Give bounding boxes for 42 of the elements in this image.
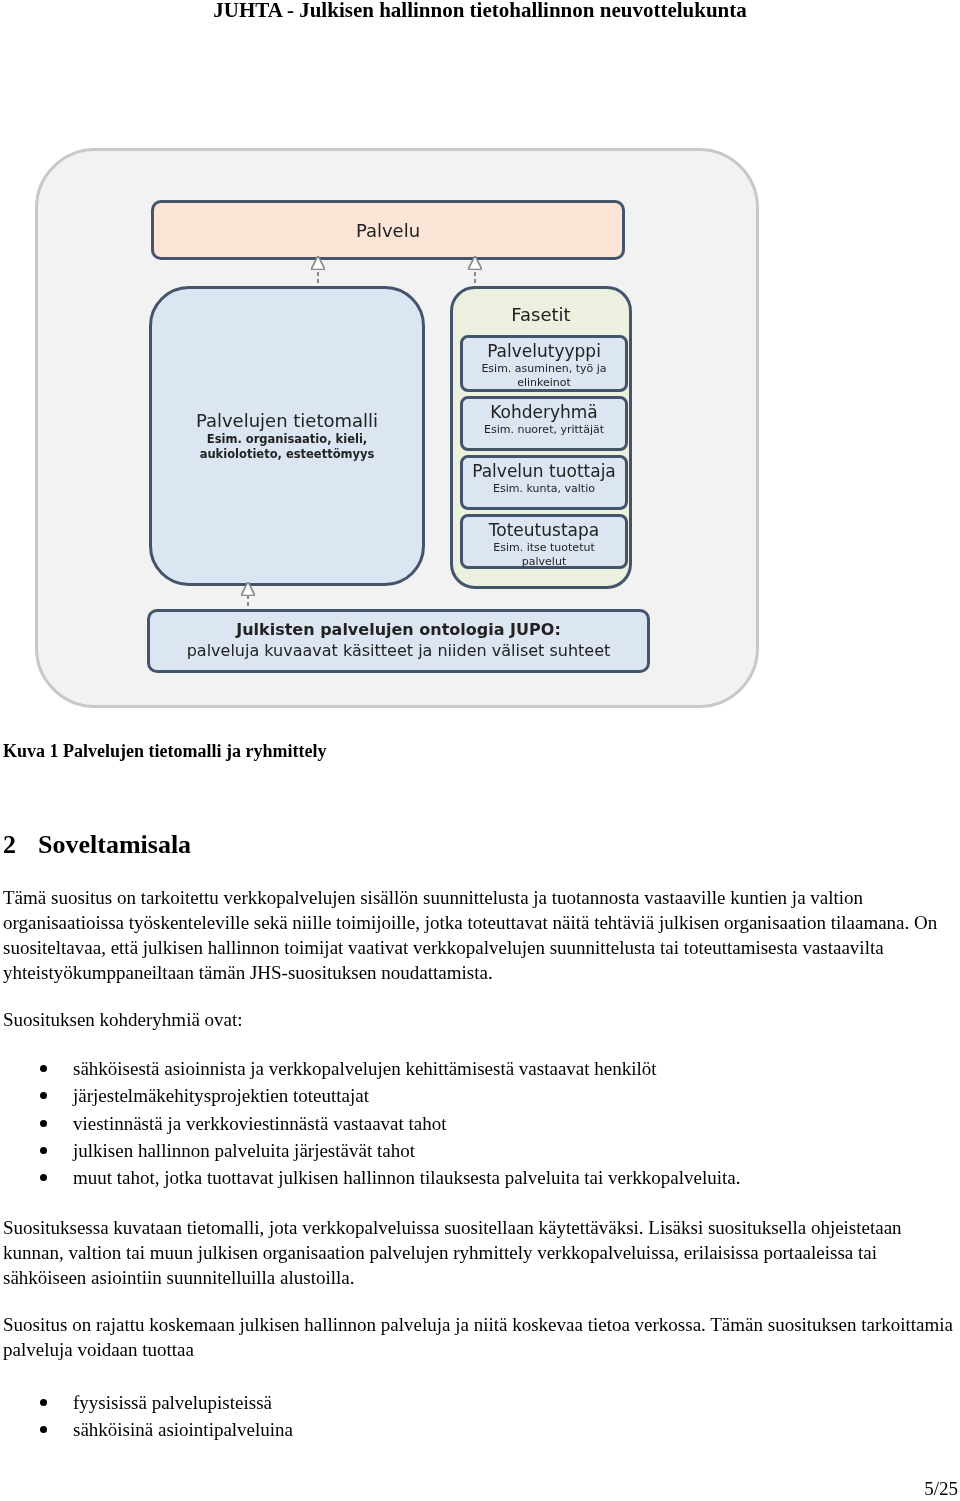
node-title: Fasetit: [510, 303, 572, 327]
bullet-item: julkisen hallinnon palveluita järjestävät tahot: [40, 1138, 415, 1163]
bullet-item: järjestelmäkehitysprojektien toteuttajat: [40, 1083, 369, 1108]
page-header: JUHTA - Julkisen hallinnon tietohallinnon neuvottelukunta: [212, 0, 748, 23]
node-title: Palvelu: [354, 219, 422, 243]
section-number: 2: [3, 830, 16, 860]
figure-caption: Kuva 1 Palvelujen tietomalli ja ryhmittely: [3, 741, 327, 762]
node-description: Esim. organisaatio, kieli, aukiolotieto, esteettömyys: [198, 432, 376, 463]
ontology-band: [147, 609, 650, 673]
bullet-item: sähköisestä asioinnista ja verkkopalvelujen kehittämisestä vastaavat henkilöt: [40, 1056, 657, 1081]
node-description: Esim. itse tuotetut palvelut: [492, 541, 596, 570]
facet-box: [460, 335, 628, 392]
node-title: Palvelujen tietomalli: [194, 409, 380, 433]
bullet-item: sähköisinä asiointipalveluina: [40, 1417, 294, 1442]
node-title: Palvelun tuottaja: [471, 460, 617, 483]
dashed-arrow: [240, 580, 256, 607]
node-description: Esim. asuminen, työ ja elinkeinot: [480, 362, 608, 391]
node-description: Esim. nuoret, yrittäjät: [482, 423, 605, 438]
section-heading: Soveltamisala: [38, 830, 192, 860]
bullet-item: fyysisissä palvelupisteissä: [40, 1390, 272, 1415]
paragraph: Suosituksen kohderyhmiä ovat:: [3, 1008, 244, 1032]
node-description: Esim. kunta, valtio: [492, 482, 596, 497]
facet-box: [460, 514, 628, 569]
node-title: Palvelutyyppi: [486, 340, 602, 363]
facet-box: [460, 455, 628, 510]
page-number: 5/25: [924, 1478, 958, 1500]
node-title: Kohderyhmä: [489, 401, 599, 424]
data-model-box: [149, 286, 425, 586]
bullet-item: muut tahot, jotka tuottavat julkisen hallinnon tilauksesta palveluita tai verkkopalveluita.: [40, 1165, 741, 1190]
dashed-arrow: [467, 254, 483, 284]
paragraph: Tämä suositus on tarkoitettu verkkopalvelujen sisällön suunnittelusta ja tuotannosta vastaaville kuntien ja valtion organisaatioissa työskenteleville sekä niille toimijoille, jotka toteuttavat näitä tehtäviä julkisen organisaation tilaamana. On suositeltavaa, että julkisen hallinnon toimijat vaativat verkkopalvelujen suunnittelusta tai toteuttamisesta vastaavilta yhteistyökumppaneiltaan tämän JHS-suosituksen noudattamista.: [3, 886, 939, 985]
paragraph: Suosituksessa kuvataan tietomalli, jota verkkopalveluissa suositellaan käytettäväksi. Lisäksi suosituksella ohjeistetaan kunnan, valtion tai muun julkisen organisaation palvelujen ryhmittely verkkopalveluissa, erilaisissa portaaleissa tai sähköiseen asiointiin suunnitelluilla alustoilla.: [3, 1216, 903, 1290]
facet-box: [460, 396, 628, 451]
facet-group: [450, 286, 632, 589]
dashed-arrow: [310, 254, 326, 284]
node-title: Toteutustapa: [487, 519, 601, 542]
node-title: Julkisten palvelujen ontologia JUPO:: [234, 620, 562, 641]
node-description: palveluja kuvaavat käsitteet ja niiden väliset suhteet: [185, 640, 612, 662]
bullet-item: viestinnästä ja verkkoviestinnästä vastaavat tahot: [40, 1111, 447, 1136]
outer-frame: [35, 148, 759, 708]
service-box: [151, 200, 625, 260]
paragraph: Suositus on rajattu koskemaan julkisen hallinnon palveluja ja niitä koskevaa tietoa verkossa. Tämän suosituksen tarkoittamia palveluja voidaan tuottaa: [3, 1313, 954, 1362]
